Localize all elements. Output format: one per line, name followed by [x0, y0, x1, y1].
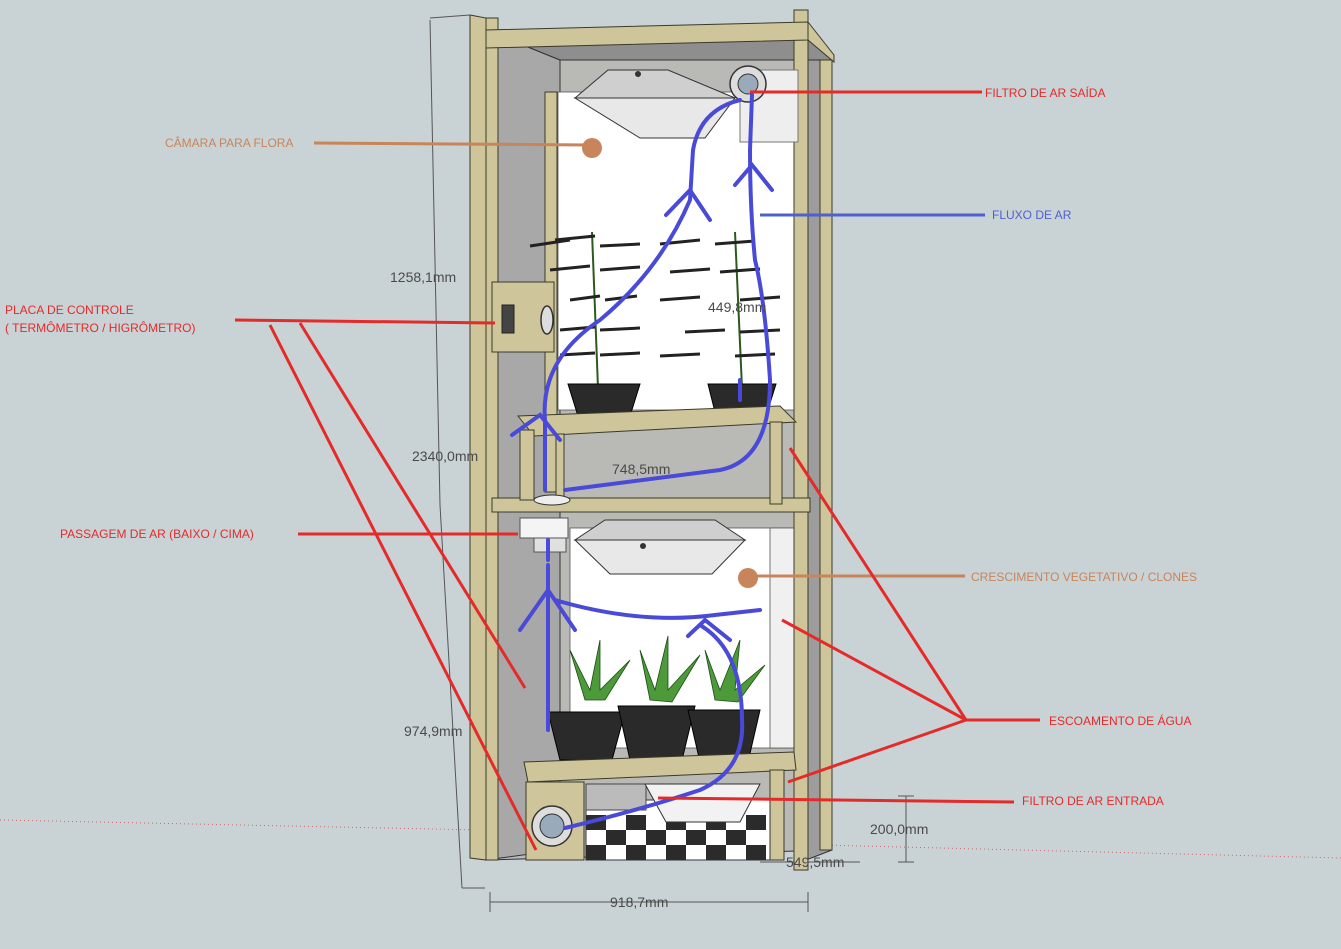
label-air-filter-out: FILTRO DE AR SAÍDA — [985, 85, 1105, 100]
dim-base-height: 200,0mm — [870, 821, 928, 837]
wood-frame — [469, 9, 835, 871]
label-control-panel-line2: ( TERMÔMETRO / HIGRÔMETRO) — [5, 320, 195, 335]
label-flora-chamber: CÂMARA PARA FLORA — [165, 135, 293, 150]
label-air-flow: FLUXO DE AR — [992, 208, 1072, 222]
lower-pots — [547, 705, 761, 763]
intake-air-filter — [531, 783, 761, 847]
dim-total-width: 918,7mm — [610, 894, 668, 910]
dim-upper-height: 1258,1mm — [390, 269, 456, 285]
dim-lower-height: 974,9mm — [404, 723, 462, 739]
upper-grow-lamp — [573, 69, 736, 139]
label-air-filter-in: FILTRO DE AR ENTRADA — [1022, 794, 1164, 808]
leader-lines — [234, 90, 1040, 851]
ground-line — [0, 819, 1341, 859]
dim-total-height: 2340,0mm — [412, 448, 478, 464]
label-water-drain: ESCOAMENTO DE ÁGUA — [1049, 713, 1191, 728]
dim-depth: 549,5mm — [786, 854, 844, 870]
lower-chamber-side-wall — [769, 527, 795, 749]
upper-plants — [529, 231, 781, 389]
label-vegetative-growth: CRESCIMENTO VEGETATIVO / CLONES — [971, 570, 1197, 584]
dim-shelf-width: 748,5mm — [612, 461, 670, 477]
lower-grow-lamp — [573, 519, 747, 575]
upper-shelf — [516, 405, 798, 505]
label-control-panel-line1: PLACA DE CONTROLE — [5, 303, 134, 317]
exhaust-air-filter — [729, 65, 799, 143]
control-panel-board — [491, 281, 555, 353]
air-flow-paths — [510, 93, 774, 830]
dim-plant-height: 449,8mm — [708, 299, 766, 315]
label-air-passage: PASSAGEM DE AR (BAIXO / CIMA) — [60, 527, 254, 541]
